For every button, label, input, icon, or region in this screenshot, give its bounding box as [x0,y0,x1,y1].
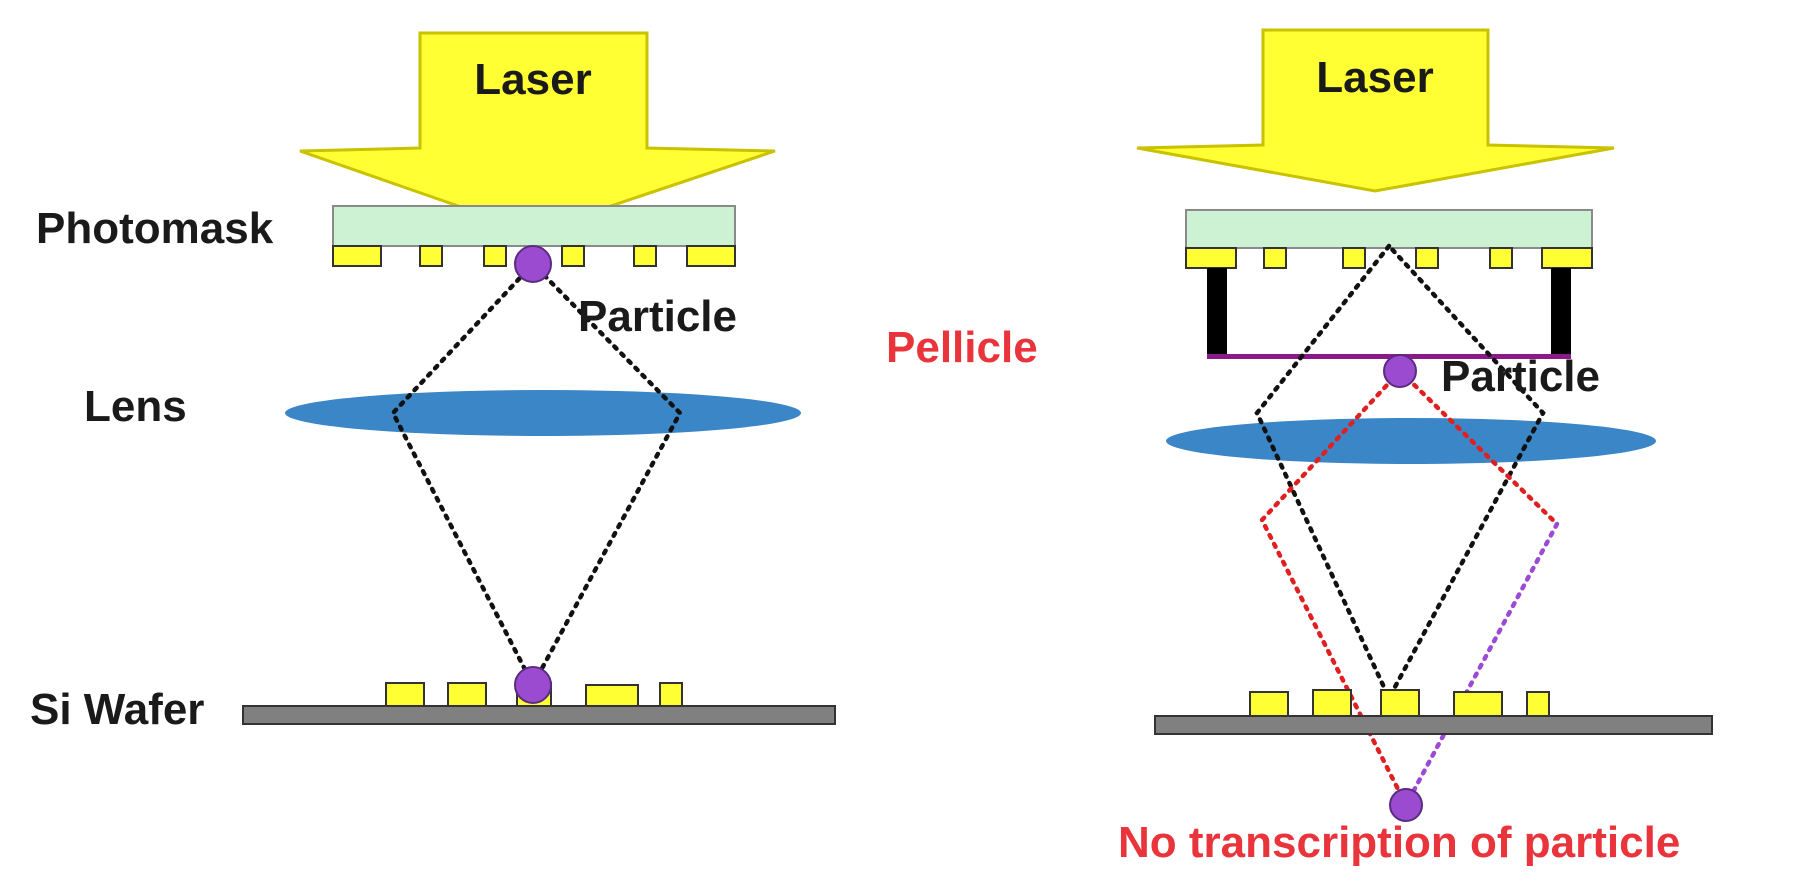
defocus-ray-red [1259,368,1409,808]
pellicle-frame-right [1551,268,1571,356]
right-ray-path [1254,242,1546,704]
right-pellicle-particle [1383,354,1417,388]
left-lens [285,390,801,436]
left-laser-label: Laser [474,55,591,104]
left-si-wafer [242,705,836,725]
left-mask-pattern [332,245,736,267]
right-lens [1166,418,1656,464]
right-panel: Laser [1118,28,1713,867]
pellicle-frame-left [1207,268,1227,356]
left-wafer-pattern [385,682,683,707]
right-mask-pattern [1185,247,1593,269]
left-panel: Laser Photomask Lens Si Wafer [30,31,836,734]
pellicle-film [1207,354,1571,359]
defocus-ray-red-right [1397,368,1560,527]
right-wafer-pattern [1249,689,1550,717]
left-laser-arrow [299,31,776,234]
right-laser-label: Laser [1316,53,1433,102]
right-defocused-particle [1389,788,1423,822]
left-particle-label: Particle [578,292,737,341]
photomask-label: Photomask [36,204,274,253]
si-wafer-label: Si Wafer [30,685,204,734]
left-mask-particle [514,245,552,283]
left-photomask-plate [332,205,736,247]
left-wafer-particle [514,666,552,704]
lens-label: Lens [84,382,187,431]
right-laser-arrow [1136,28,1615,193]
pellicle-label: Pellicle [886,323,1038,372]
right-photomask-plate [1185,209,1593,249]
defocus-ray-purple [1403,521,1560,808]
no-transcription-caption: No transcription of particle [1118,818,1680,867]
right-si-wafer [1154,715,1713,735]
right-particle-label: Particle [1441,352,1600,401]
